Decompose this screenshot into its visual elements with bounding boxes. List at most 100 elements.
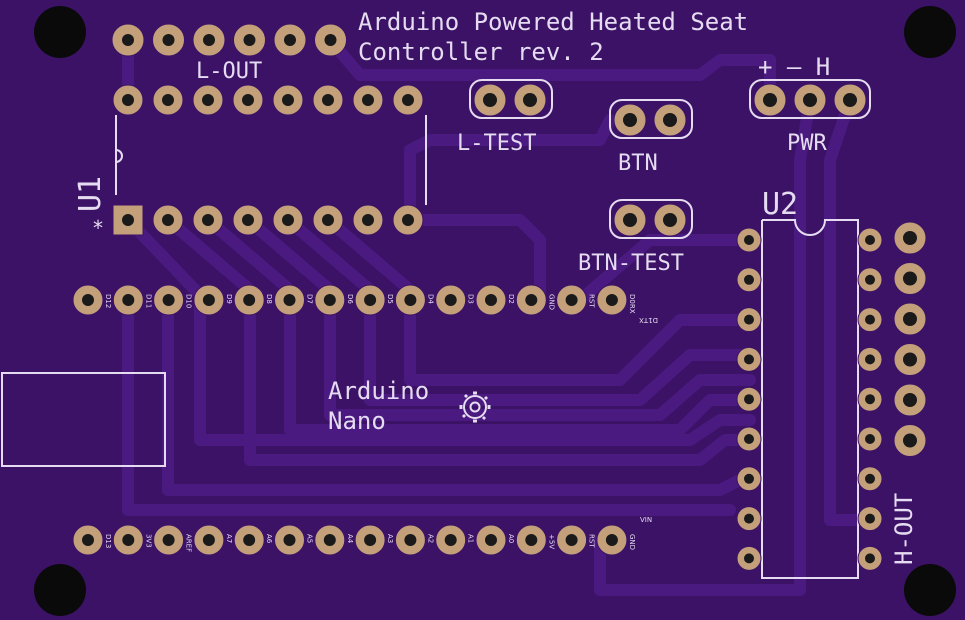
nano-top-label-d10: D10 <box>185 294 193 308</box>
pwr-hole-2 <box>803 93 817 107</box>
copper-traces <box>122 34 876 596</box>
btn-test-label: BTN-TEST <box>578 251 684 276</box>
u1-label: U1 <box>73 176 108 212</box>
btn-outline <box>609 99 693 139</box>
btn-test-outline <box>609 199 693 239</box>
u2-right-pins <box>857 227 883 571</box>
u2-left-pad-9-hole <box>744 553 754 564</box>
l-test-hole-2 <box>523 93 537 107</box>
mount-hole-bottom-right <box>904 564 956 616</box>
u2-left-pad-1-hole <box>744 235 754 245</box>
nano-bottom-extra-label: VIN <box>640 516 652 524</box>
mount-hole-top-right <box>904 6 956 58</box>
nano-top-label-d7: D7 <box>306 294 314 304</box>
nano-top-label-d8: D8 <box>265 294 273 304</box>
nano-top-pin-d9-hole <box>202 294 215 306</box>
u1-bottom-pad-2-hole <box>162 214 174 226</box>
nano-top-label-d9: D9 <box>225 294 233 304</box>
nano-top-pin-d6-hole <box>323 294 336 306</box>
nano-top-pin-d0rx-hole <box>605 294 618 306</box>
nano-bottom-pin-a7-3-hole <box>202 534 215 546</box>
btn-test-hole-1 <box>623 213 637 227</box>
l-test-hole-1 <box>483 93 497 107</box>
nano-bottom-label-a0-10: A0 <box>507 534 515 543</box>
l-out-pad-3-hole <box>203 34 215 46</box>
l-test-outline <box>469 79 553 119</box>
mounting-holes <box>34 6 956 616</box>
u1-pin1-marker: * <box>92 216 104 240</box>
nano-bottom-pin-a6-4-hole <box>243 534 256 546</box>
nano-top-pin-d5-hole <box>364 294 377 306</box>
nano-bottom-pin-rst-12-hole <box>565 534 578 546</box>
u1-bottom-pins <box>112 204 424 236</box>
u2-left-pad-2-hole <box>744 274 754 285</box>
pwr-hole-1 <box>763 93 777 107</box>
nano-bottom-label-a4-6: A4 <box>346 534 354 544</box>
l-out-pad-6-hole <box>324 34 337 46</box>
nano-top-label-d0rx: D0RX <box>628 294 636 314</box>
u2-right-pad-1-hole <box>865 235 875 245</box>
u1-bottom-pad-6-hole <box>322 214 334 226</box>
nano-bottom-label-a2-8: A2 <box>426 534 434 543</box>
btn-header <box>609 99 693 139</box>
u2-right-pad-8-hole <box>865 513 875 524</box>
nano-top-pin-gnd-hole <box>525 294 538 306</box>
u2-outline <box>761 219 859 579</box>
l-out-pad-5-hole <box>284 34 296 46</box>
nano-bottom-label-gnd-13: GND <box>628 534 636 550</box>
h-out-pad-3-hole <box>903 312 917 326</box>
h-out-label: H-OUT <box>890 493 918 565</box>
nano-top-label-d12: D12 <box>104 294 112 308</box>
nano-bottom-pin-a3-7-hole <box>364 534 377 546</box>
nano-top-pin-d8-hole <box>243 294 256 306</box>
u1-top-pad-4-hole <box>242 94 254 106</box>
u2-left-pad-6-hole <box>744 434 754 444</box>
pwr-outline <box>749 79 871 119</box>
u2-right-pad-6-hole <box>865 434 875 444</box>
nano-top-label-gnd: GND <box>547 294 555 310</box>
l-out-pad-4-hole <box>243 34 256 46</box>
nano-top-pin-d3-hole <box>444 294 457 306</box>
nano-bottom-label-a6-4: A6 <box>265 534 273 544</box>
nano-bottom-label-aref-2: AREF <box>185 534 193 552</box>
u2-left-pad-4-hole <box>744 354 754 365</box>
nano-top-pin-d12-hole <box>82 294 94 306</box>
u2-right-pad-9-hole <box>865 553 875 564</box>
u1-top-pad-2-hole <box>162 94 174 106</box>
usb-connector-outline <box>1 372 166 467</box>
btn-label: BTN <box>618 151 658 176</box>
u2-left-pins <box>736 227 762 571</box>
nano-bottom-label-a5-5: A5 <box>306 534 314 543</box>
nano-top-label-d2: D2 <box>507 294 515 304</box>
u2-left-pad-5-hole <box>744 394 754 405</box>
l-out-pad-1-hole <box>122 34 134 46</box>
u2-right-pad-2-hole <box>865 274 875 285</box>
u2-right-pad-4-hole <box>865 354 875 365</box>
nano-bottom-label-3v3-1: 3V3 <box>144 534 152 548</box>
u2-left-pad-8-hole <box>744 513 754 524</box>
u2-right-pad-7-hole <box>865 473 875 484</box>
u2-left-pad-3-hole <box>744 314 754 325</box>
u1-top-pad-6-hole <box>322 94 334 106</box>
u2-label: U2 <box>762 187 798 222</box>
u1-bottom-pad-3-hole <box>202 214 214 226</box>
nano-bottom-pin-a0-10-hole <box>485 534 497 546</box>
nano-bottom-pin-+5v-11-hole <box>525 534 538 546</box>
btn-test-hole-2 <box>663 213 677 227</box>
nano-bottom-pin-d13-0-hole <box>82 534 94 546</box>
pwr-polarity-label: + – H <box>758 53 830 81</box>
nano-bottom-pin-a1-9-hole <box>444 534 457 546</box>
nano-top-label-d4: D4 <box>426 294 434 304</box>
h-out-pad-6-hole <box>903 433 917 448</box>
u2-right-pad-3-hole <box>865 314 875 325</box>
nano-label-line1: Arduino <box>328 377 429 405</box>
nano-top-pin-d2-hole <box>485 294 497 306</box>
h-out-pad-1-hole <box>903 231 917 245</box>
u1-bottom-pad-8-hole <box>402 214 414 226</box>
btn-hole-2 <box>663 113 677 127</box>
nano-label-line2: Nano <box>328 407 386 435</box>
nano-bottom-pin-gnd-13-hole <box>605 534 618 546</box>
nano-bottom-pin-a4-6-hole <box>323 534 336 546</box>
pwr-header <box>749 79 871 119</box>
